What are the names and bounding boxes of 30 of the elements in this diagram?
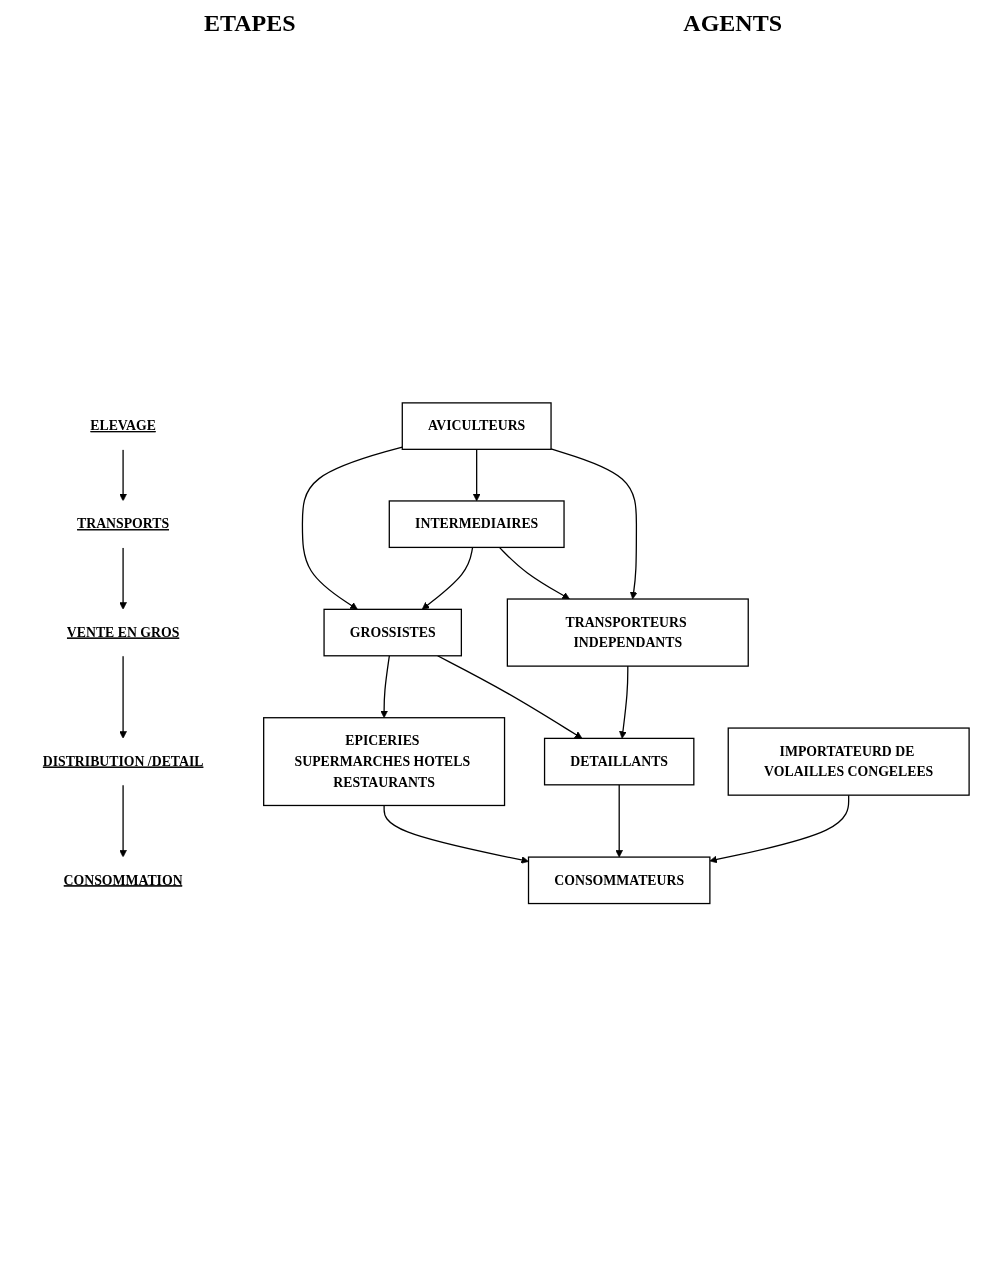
arrow bbox=[383, 804, 529, 864]
node-box: IMPORTATEURD DE VOLAILLES CONGELEES bbox=[727, 727, 970, 796]
arrow bbox=[619, 665, 629, 739]
column-heading: AGENTS bbox=[683, 10, 783, 38]
node-box: GROSSISTES bbox=[323, 608, 462, 657]
arrow bbox=[119, 546, 127, 610]
arrow bbox=[421, 546, 474, 610]
node-text: ELEVAGE bbox=[90, 418, 156, 433]
node-text: TRANSPORTS bbox=[77, 516, 170, 531]
node-box: CONSOMMATEURS bbox=[527, 856, 711, 904]
arrow bbox=[301, 446, 403, 610]
node-text: DISTRIBUTION /DETAIL bbox=[42, 753, 204, 769]
arrow bbox=[550, 448, 638, 600]
arrow bbox=[119, 448, 127, 502]
arrow bbox=[709, 794, 850, 863]
arrow bbox=[380, 654, 390, 718]
arrow bbox=[615, 783, 623, 858]
node-box: DETAILLANTS bbox=[543, 737, 695, 786]
node-box: EPICERIES SUPERMARCHES HOTELS RESTAURANTS bbox=[263, 716, 506, 806]
arrow bbox=[436, 654, 583, 739]
node-text: VENTE EN GROS bbox=[66, 624, 180, 640]
node-text: CONSOMMATION bbox=[63, 872, 183, 887]
column-heading: ETAPES bbox=[203, 10, 296, 38]
arrow bbox=[119, 654, 127, 739]
node-box: AVICULTEURS bbox=[401, 402, 552, 450]
node-box: TRANSPORTEURS INDEPENDANTS bbox=[506, 598, 749, 667]
arrow bbox=[472, 448, 481, 502]
arrow bbox=[119, 783, 127, 858]
arrow bbox=[498, 546, 570, 600]
node-box: INTERMEDIAIRES bbox=[388, 500, 565, 548]
